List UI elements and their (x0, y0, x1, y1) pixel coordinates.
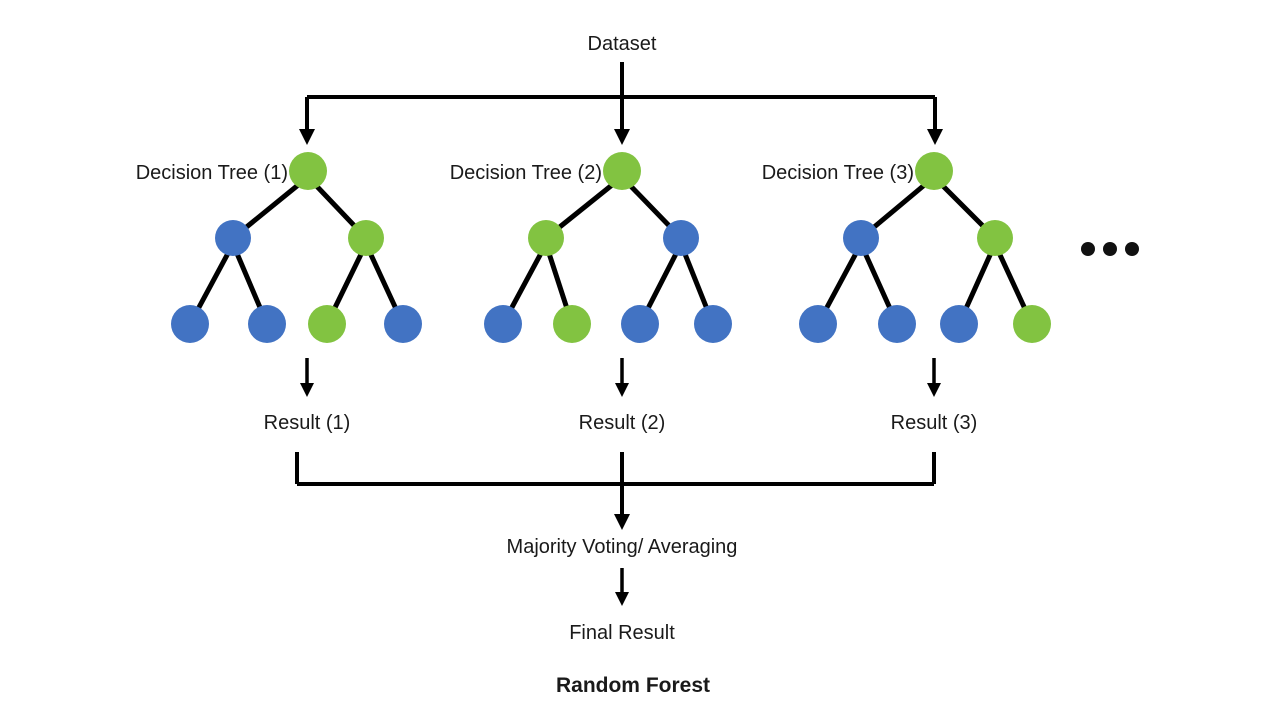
tree-3-leaf-node-3[interactable] (940, 305, 978, 343)
decision-tree-2: Decision Tree (2) Result (2) (450, 152, 732, 434)
dataset-arrow-1 (299, 129, 315, 145)
tree-1-root-node[interactable] (289, 152, 327, 190)
tree-1-leaf-node-1[interactable] (171, 305, 209, 343)
decision-tree-3-label: Decision Tree (3) (762, 162, 914, 184)
final-result-connector (615, 568, 629, 606)
result-3-label: Result (3) (891, 412, 978, 434)
ellipsis-dot-3 (1125, 242, 1139, 256)
dataset-distribution-connector (299, 62, 943, 145)
tree-2-leaf-node-1[interactable] (484, 305, 522, 343)
dataset-arrow-2 (614, 129, 630, 145)
diagram-title: Random Forest (556, 674, 710, 697)
tree-1-leaf-node-2[interactable] (248, 305, 286, 343)
majority-voting-label: Majority Voting/ Averaging (507, 536, 738, 558)
result-2-label: Result (2) (579, 412, 666, 434)
tree-3-leaf-node-1[interactable] (799, 305, 837, 343)
tree-1-level2-node-right[interactable] (348, 220, 384, 256)
tree-2-root-node[interactable] (603, 152, 641, 190)
tree-3-result-arrow (927, 383, 941, 397)
tree-3-level2-node-right[interactable] (977, 220, 1013, 256)
aggregation-arrow (614, 514, 630, 530)
tree-2-leaf-node-4[interactable] (694, 305, 732, 343)
decision-tree-1: Decision Tree (1) Result (1) (136, 152, 422, 434)
ellipsis-dot-1 (1081, 242, 1095, 256)
tree-2-leaf-node-3[interactable] (621, 305, 659, 343)
tree-3-leaf-node-2[interactable] (878, 305, 916, 343)
dataset-arrow-3 (927, 129, 943, 145)
tree-2-leaf-node-2[interactable] (553, 305, 591, 343)
results-aggregation-connector (295, 452, 936, 530)
tree-1-leaf-node-4[interactable] (384, 305, 422, 343)
tree-1-level2-node-left[interactable] (215, 220, 251, 256)
result-1-label: Result (1) (264, 412, 351, 434)
tree-2-level2-node-right[interactable] (663, 220, 699, 256)
tree-3-root-node[interactable] (915, 152, 953, 190)
tree-2-level2-node-left[interactable] (528, 220, 564, 256)
dataset-label: Dataset (588, 33, 657, 55)
final-result-arrow (615, 592, 629, 606)
final-result-label: Final Result (569, 622, 675, 644)
more-trees-ellipsis-icon (1081, 242, 1139, 256)
ellipsis-dot-2 (1103, 242, 1117, 256)
tree-3-leaf-node-4[interactable] (1013, 305, 1051, 343)
decision-tree-3: Decision Tree (3) Result (3) (762, 152, 1051, 434)
tree-1-result-arrow (300, 383, 314, 397)
tree-1-leaf-node-3[interactable] (308, 305, 346, 343)
decision-tree-2-label: Decision Tree (2) (450, 162, 602, 184)
tree-3-level2-node-left[interactable] (843, 220, 879, 256)
tree-2-result-arrow (615, 383, 629, 397)
decision-tree-1-label: Decision Tree (1) (136, 162, 288, 184)
